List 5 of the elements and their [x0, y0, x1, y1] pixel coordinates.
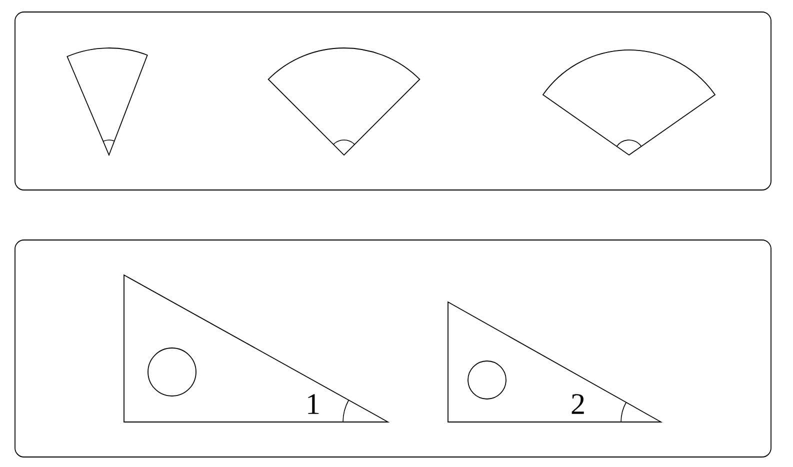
panel	[14, 240, 772, 458]
panel	[14, 12, 772, 190]
sector	[66, 48, 148, 156]
sector	[542, 50, 716, 156]
sector	[268, 48, 420, 156]
